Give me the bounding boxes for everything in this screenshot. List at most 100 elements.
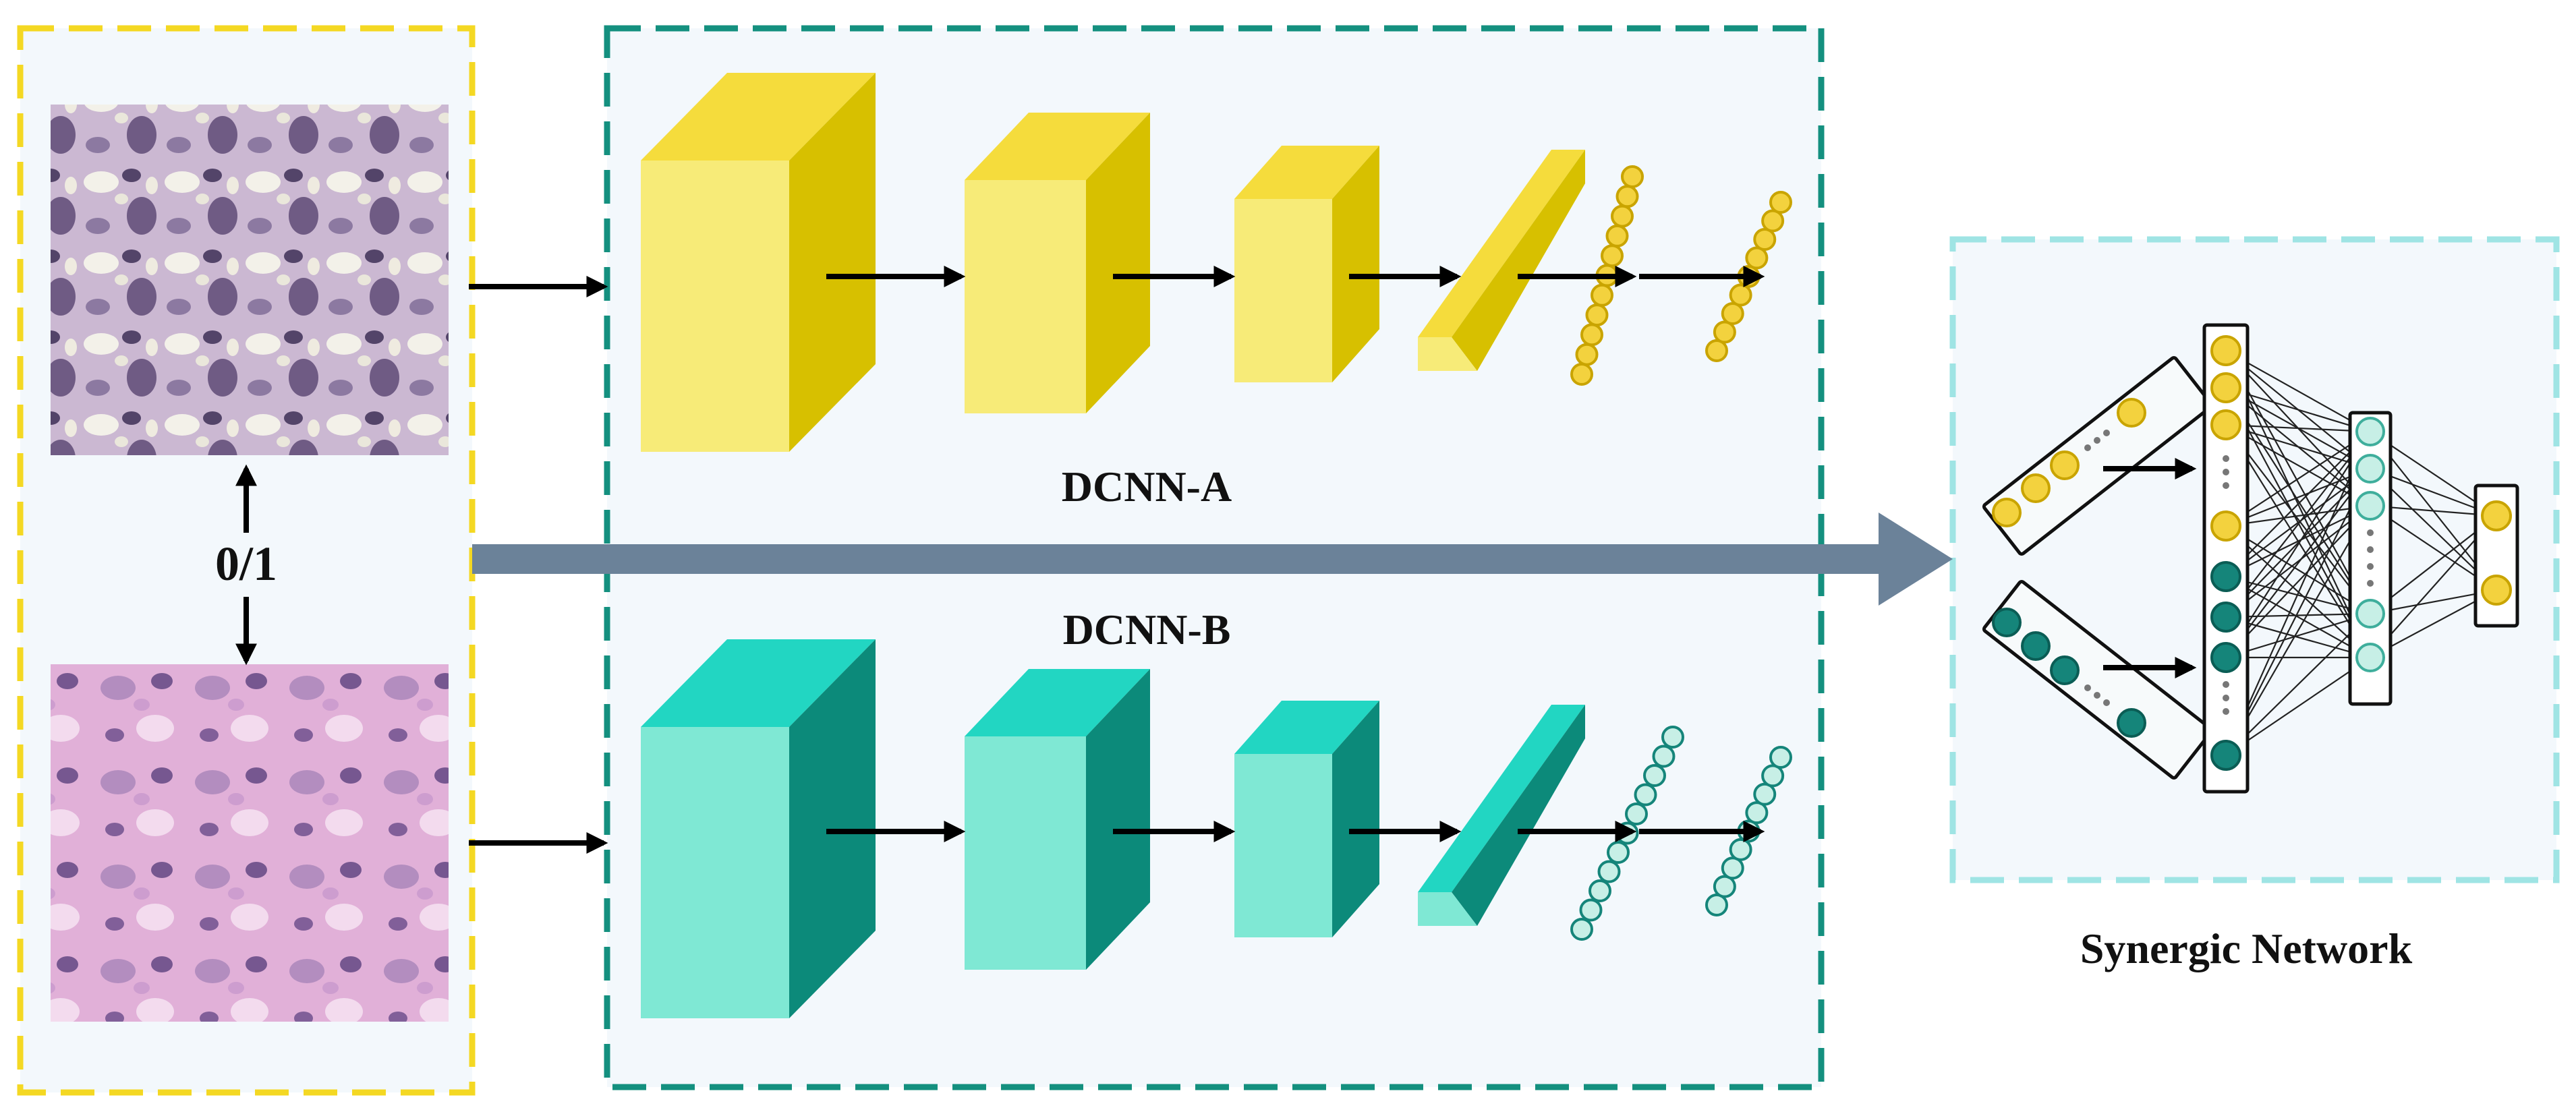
feature-node <box>1705 894 1728 916</box>
hidden-node <box>2355 491 2385 521</box>
dcnn-b-layer-3 <box>1234 701 1379 937</box>
connection-edge <box>2225 386 2371 433</box>
concat-node <box>2210 510 2241 542</box>
ellipsis-dot <box>2367 546 2374 553</box>
concat-node <box>2210 409 2241 440</box>
connection-edge <box>2225 505 2371 618</box>
feature-node <box>1721 302 1744 325</box>
dcnn-a-feature-vector-1 <box>1570 165 1644 386</box>
feature-node <box>1761 764 1785 788</box>
big-arrow <box>472 513 1953 606</box>
concat-node <box>2210 335 2241 366</box>
connection-edge <box>2225 612 2371 618</box>
synergic-panel <box>1949 236 2560 883</box>
connection-edge <box>2225 431 2371 527</box>
dcnn-a-layer-3 <box>1234 146 1379 382</box>
connection-edge <box>2225 350 2371 432</box>
feature-node <box>1713 875 1736 898</box>
ellipsis-dot <box>2223 708 2229 715</box>
feature-node <box>1634 783 1657 807</box>
feature-node <box>1761 209 1785 233</box>
feature-node <box>1615 185 1639 208</box>
synergic-input-a-nodes <box>1992 398 2146 527</box>
feature-node <box>1621 165 1644 188</box>
hidden-node <box>2355 599 2385 629</box>
connection-edge <box>2225 657 2371 756</box>
feature-node <box>1705 339 1728 362</box>
feature-node <box>1753 782 1777 806</box>
pair-label: 0/1 <box>214 537 277 591</box>
hidden-node <box>2355 643 2385 672</box>
dcnn-b-label: DCNN-B <box>1062 606 1231 653</box>
feature-node <box>1729 283 1752 307</box>
dcnn-b-layer-2 <box>965 669 1150 970</box>
connection-edge <box>2225 424 2371 614</box>
connection-edge <box>2225 468 2371 658</box>
connection-edge <box>2225 576 2371 658</box>
synergic-node <box>2117 398 2146 428</box>
connection-edge <box>2225 468 2371 756</box>
connection-edge <box>2225 612 2371 659</box>
synergic-hidden-layer <box>2348 411 2393 706</box>
synergic-nodes <box>2210 335 2512 771</box>
ellipsis-dot <box>2223 455 2229 462</box>
connection-edge <box>2225 431 2371 618</box>
feature-node <box>1721 856 1744 880</box>
connection-edge <box>2225 525 2371 614</box>
dcnn-a-label: DCNN-A <box>1061 463 1232 510</box>
synergic-input-vector-a <box>1982 356 2214 556</box>
synergic-node <box>2021 473 2051 503</box>
ellipsis-dot <box>2103 699 2110 706</box>
ellipsis-dot <box>2223 482 2229 489</box>
feature-node <box>1570 363 1593 386</box>
connection-edge <box>2225 424 2371 506</box>
ellipsis-dot <box>2223 681 2229 688</box>
ellipsis-dot <box>2084 684 2091 691</box>
feature-node <box>1611 204 1634 228</box>
ellipsis-dot <box>2223 695 2229 701</box>
feature-node <box>1652 744 1676 768</box>
synergic-node <box>2021 631 2051 661</box>
connection-edge <box>2225 467 2371 527</box>
dcnn-b-flatten-slab <box>1418 705 1585 926</box>
synergic-node <box>2050 450 2080 480</box>
dcnn-a-layer-1 <box>641 73 876 452</box>
synergic-node <box>1992 608 2022 637</box>
feature-node <box>1585 303 1609 327</box>
feature-node <box>1729 838 1752 861</box>
feature-node <box>1745 246 1769 270</box>
histology-image-a <box>51 105 449 455</box>
feature-node <box>1588 879 1611 902</box>
hidden-node <box>2355 454 2385 484</box>
dcnn-b-feature-vector-1 <box>1570 726 1684 941</box>
feature-node <box>1643 764 1666 787</box>
connection-edge <box>2225 431 2371 577</box>
feature-node <box>1661 726 1684 749</box>
feature-node <box>1769 746 1792 769</box>
connection-edge <box>2225 504 2371 527</box>
connection-edge <box>2225 431 2371 658</box>
synergic-input-b-nodes <box>1992 608 2146 738</box>
feature-node <box>1605 224 1629 247</box>
connection-edge <box>2225 505 2371 756</box>
feature-node <box>1575 343 1599 366</box>
output-node <box>2481 500 2512 531</box>
output-node <box>2481 575 2512 606</box>
connection-edge <box>2225 613 2371 756</box>
ellipsis-dot <box>2094 692 2100 699</box>
feature-node <box>1769 191 1792 214</box>
synergic-node <box>1992 498 2022 527</box>
feature-node <box>1570 918 1593 941</box>
connection-edge <box>2225 616 2371 659</box>
feature-node <box>1597 860 1621 883</box>
ellipsis-dot <box>2367 580 2374 587</box>
synergic-network-label: Synergic Network <box>2080 925 2413 972</box>
ellipsis-dot <box>2084 444 2091 451</box>
ellipsis-dot <box>2223 469 2229 475</box>
feature-node <box>1607 841 1630 864</box>
dcnn-b-feature-vector-2 <box>1705 746 1792 916</box>
feature-node <box>1591 283 1613 307</box>
ellipsis-dot <box>2103 430 2110 436</box>
synergic-node <box>2050 655 2080 685</box>
concat-node <box>2210 740 2241 771</box>
